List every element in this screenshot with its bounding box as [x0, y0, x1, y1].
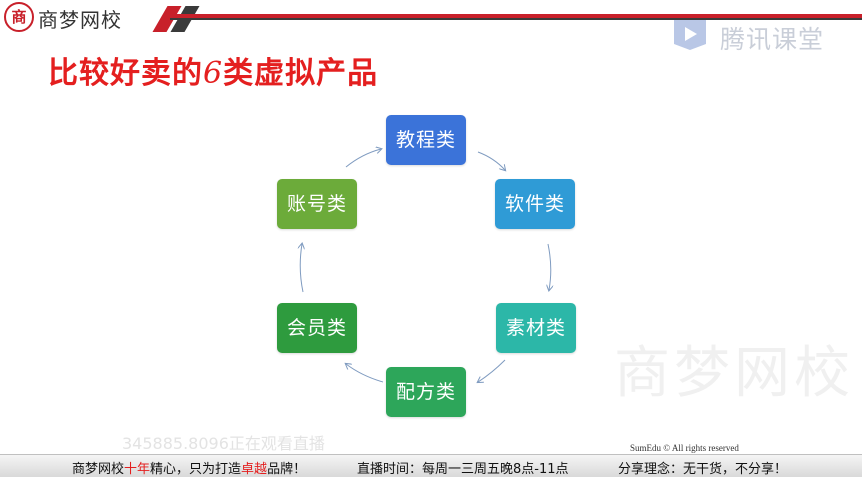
node-software: 软件类: [495, 179, 575, 229]
footer-philosophy: 分享理念：无干货，不分享！: [618, 462, 788, 477]
footer-slogan: 商梦网校十年精心，只为打造卓越品牌！: [72, 458, 306, 477]
header-stripe-red: [170, 14, 862, 18]
node-assets: 素材类: [496, 303, 576, 353]
footer-slogan-d: 卓越: [241, 462, 268, 477]
arrow-2: [548, 243, 551, 290]
footer-slogan-b: 十年: [124, 462, 151, 477]
slide-title: 比较好卖的6类虚拟产品: [48, 48, 378, 92]
node-tutorial: 教程类: [386, 115, 466, 165]
platform-name: 腾讯课堂: [720, 25, 825, 54]
slide-title-digit: 6: [203, 56, 224, 91]
brand-logo-icon: 商: [4, 2, 34, 32]
arrow-3: [478, 359, 506, 382]
top-header: 商 商梦网校: [0, 0, 862, 36]
watermark: 商梦网校: [614, 341, 854, 406]
footer-slogan-c: 精心，只为打造: [150, 462, 242, 477]
slide-title-suffix: 类虚拟产品: [223, 56, 379, 91]
slide-title-prefix: 比较好卖的: [48, 56, 203, 91]
footer-slogan-e: 品牌！: [267, 462, 307, 477]
footer-slogan-a: 商梦网校: [72, 462, 125, 477]
arrow-1: [477, 151, 505, 170]
header-stripe-dark: [170, 18, 862, 20]
play-icon: [674, 20, 706, 50]
arrow-6: [345, 149, 381, 168]
brand-name: 商梦网校: [38, 8, 122, 32]
arrow-4: [346, 364, 384, 383]
footer-schedule: 直播时间：每周一三周五晚8点-11点: [357, 462, 569, 477]
arrow-5: [300, 244, 303, 293]
node-membership: 会员类: [277, 303, 357, 353]
footer-banner: 商梦网校十年精心，只为打造卓越品牌！ 直播时间：每周一三周五晚8点-11点 分享…: [0, 454, 862, 477]
node-account: 账号类: [277, 179, 357, 229]
copyright-text: SumEdu © All rights reserved: [630, 443, 739, 453]
viewer-count: 345885.8096正在观看直播: [122, 434, 325, 453]
node-recipe: 配方类: [386, 367, 466, 417]
